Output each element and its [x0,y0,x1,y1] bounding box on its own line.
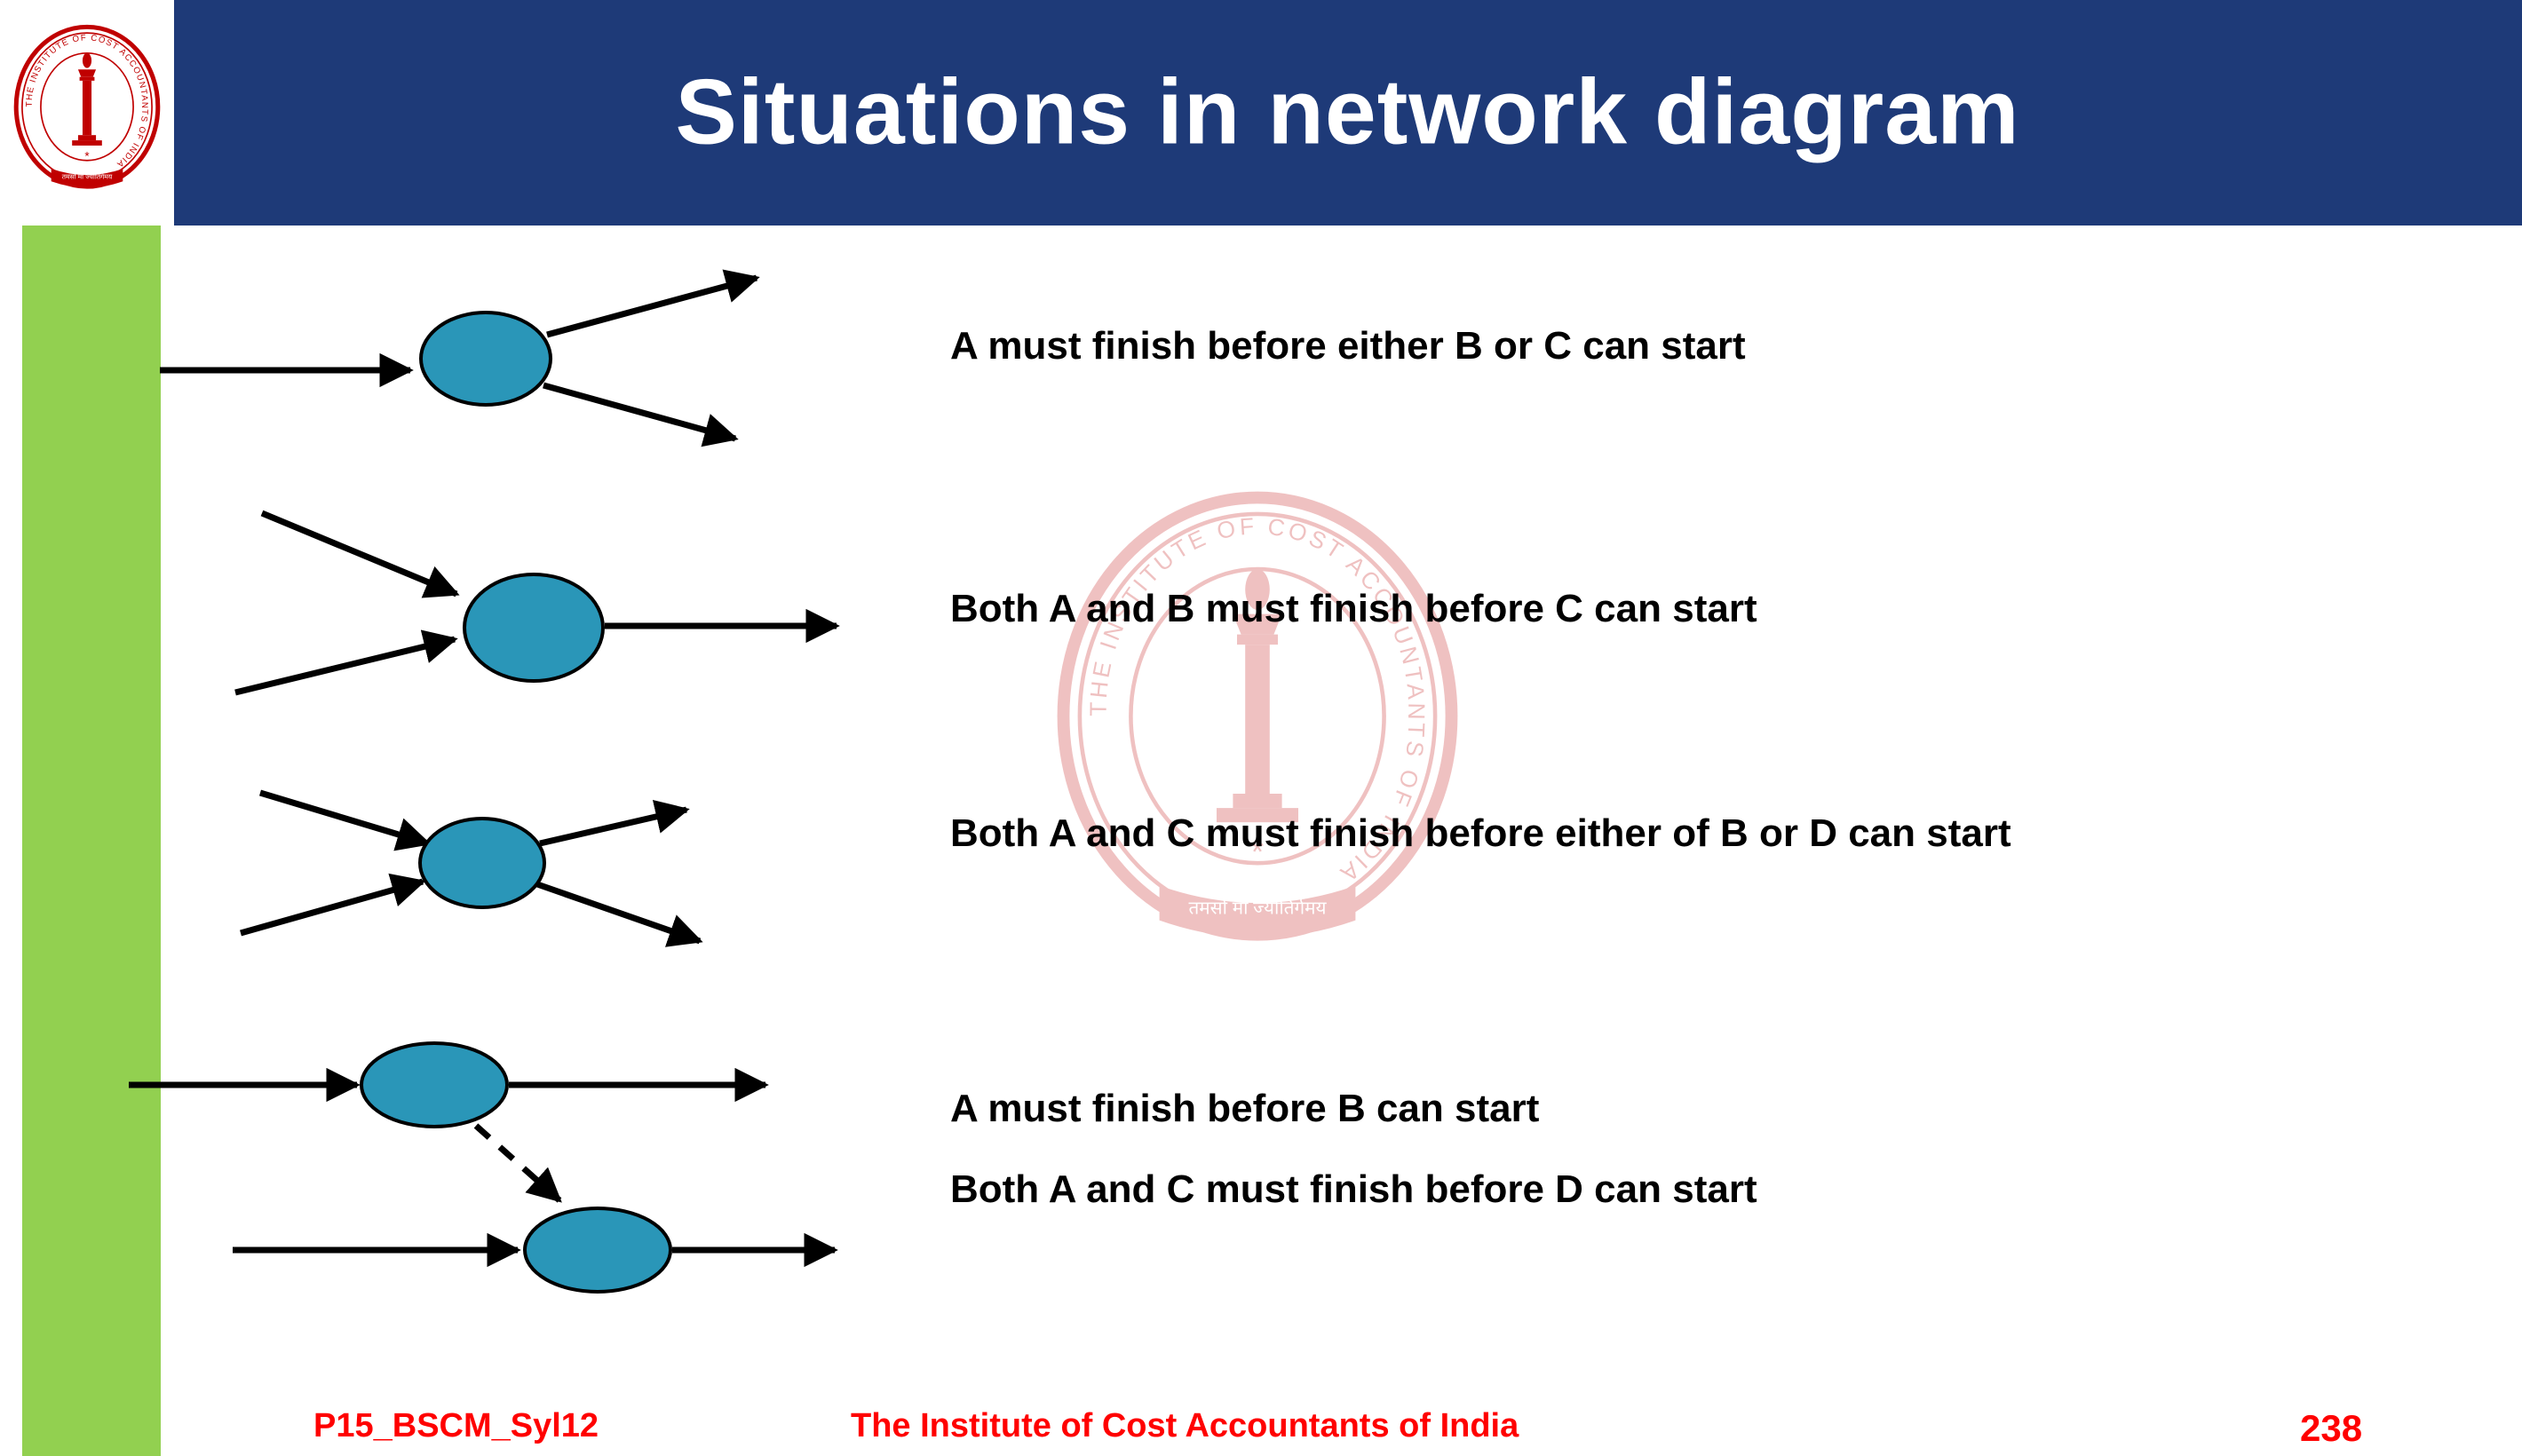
institute-logo [0,0,174,226]
caption-diagram-2: Both A and B must finish before C can st… [950,587,1757,630]
footer-institute-name: The Institute of Cost Accountants of Ind… [851,1407,1519,1444]
caption-diagram-1: A must finish before either B or C can s… [950,324,1746,368]
footer-page-number: 238 [2300,1407,2363,1449]
slide-title: Situations in network diagram [675,60,2020,164]
event-node [419,311,552,407]
activity-arrow [240,873,426,937]
caption-diagram-3: Both A and C must finish before either o… [950,811,2011,855]
activity-arrow [546,269,760,338]
dummy-activity-arrow [473,1123,562,1203]
diagram-2-merge [234,510,840,696]
caption-diagram-4-line-1: A must finish before B can start [950,1087,1540,1130]
activity-arrow [234,629,458,696]
event-node [360,1041,509,1128]
footer-course-code: P15_BSCM_Syl12 [313,1407,599,1444]
activity-arrow [539,800,690,847]
activity-arrow [258,789,432,851]
diagram-4-dummy [129,1041,838,1294]
event-node [463,573,605,683]
event-node [523,1207,672,1294]
activity-arrow [543,382,739,447]
caption-diagram-4-line-2: Both A and C must finish before D can st… [950,1167,1757,1211]
accent-stripe [22,226,161,1456]
activity-arrow [535,881,703,947]
diagram-3-merge-burst [240,789,703,947]
diagram-1-burst [160,269,760,447]
title-bar: Situations in network diagram [0,0,2522,226]
event-node [418,817,546,909]
activity-arrow [260,510,460,598]
